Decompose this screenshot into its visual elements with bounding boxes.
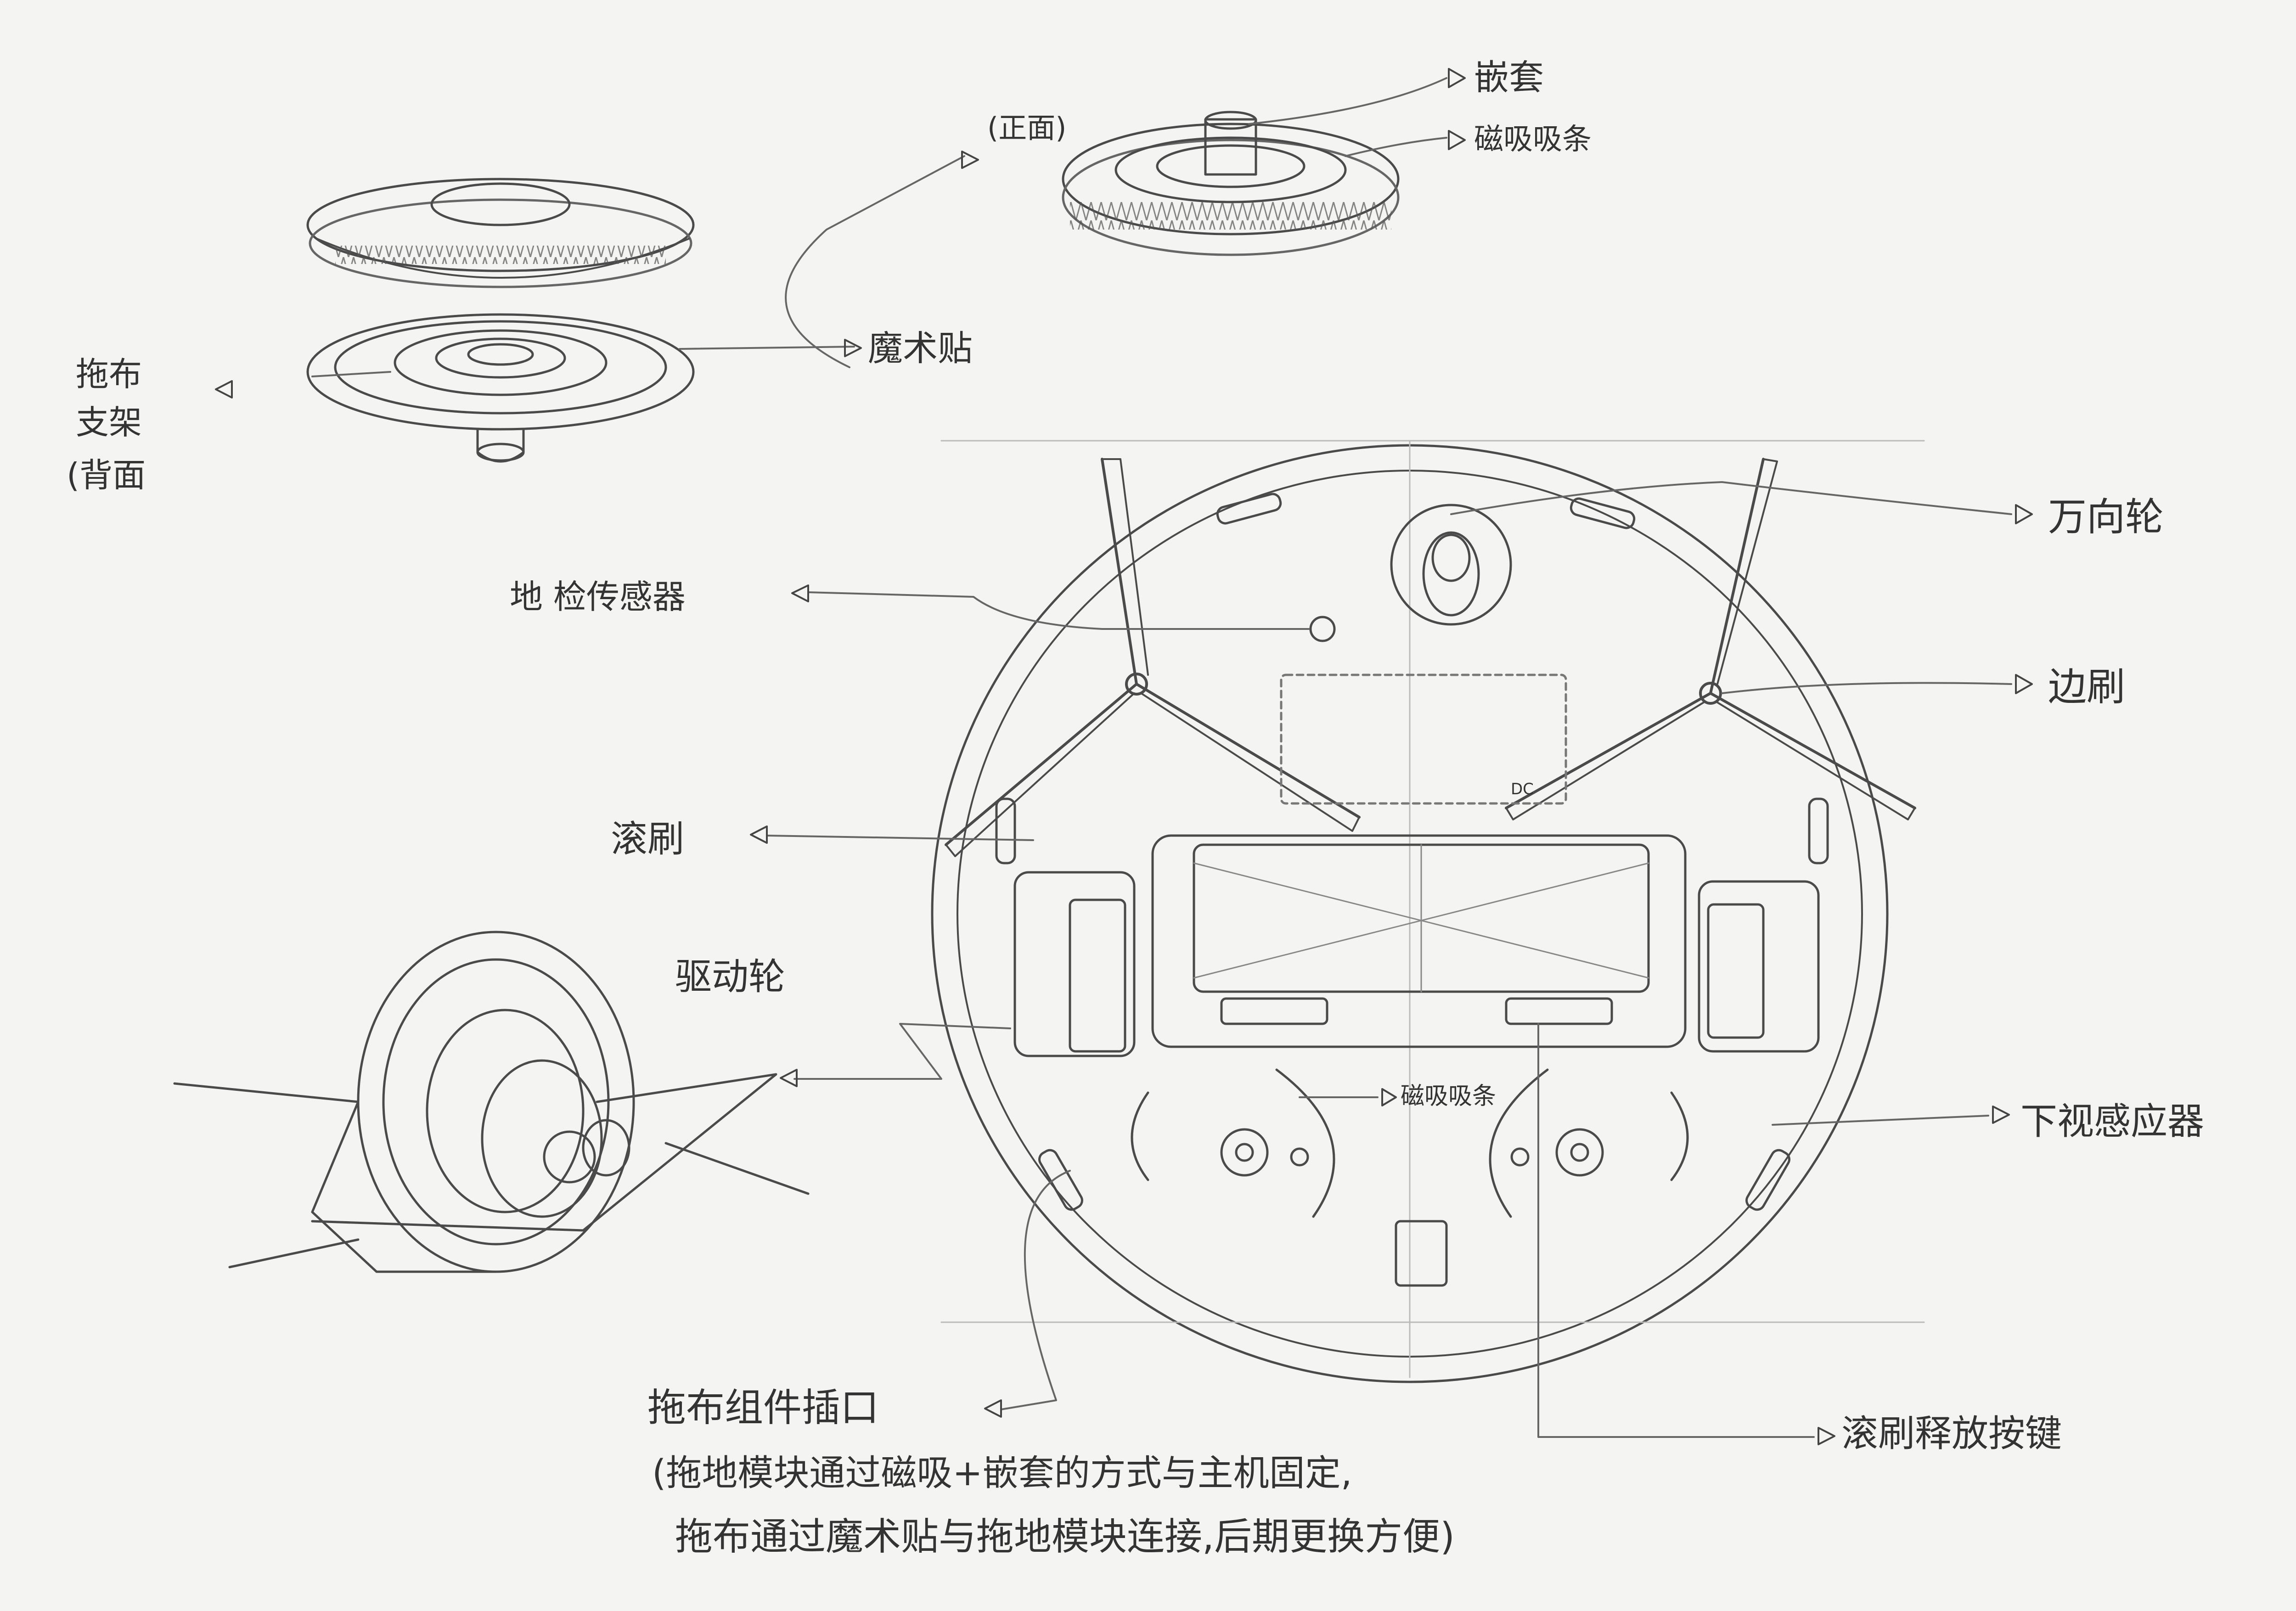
label-gun-shua: 滚刷 — [611, 818, 684, 860]
label-mo-shu-tie: 魔术贴 — [868, 328, 973, 369]
label-tuo-bu-zu-jian-cha-kou: 拖布组件插口 — [647, 1385, 879, 1430]
dc-mark: DC — [1511, 780, 1534, 798]
drive-wheel-left — [1013, 871, 1136, 1057]
caster-wheel — [1390, 504, 1512, 626]
cliff-sensor-top — [1309, 616, 1336, 642]
mop-mount-left — [1131, 1068, 1335, 1218]
label-gun-shua-shi-fang-an-jian: 滚刷释放按键 — [1841, 1412, 2062, 1455]
note-line-1: (拖地模块通过磁吸+嵌套的方式与主机固定, — [652, 1453, 1352, 1494]
label-qian-tao: 嵌套 — [1474, 57, 1544, 98]
label-di-jian-chuan-gan-qi: 地 检传感器 — [510, 578, 686, 616]
leader-lines — [311, 77, 2012, 1438]
label-wan-xiang-lun: 万向轮 — [2048, 494, 2164, 539]
mop-disc-top — [306, 178, 695, 288]
label-zheng-mian: (正面) — [987, 111, 1066, 145]
mop-assembly-socket — [1395, 1220, 1448, 1287]
mop-holder-front — [1062, 111, 1400, 256]
mop-holder-back — [306, 313, 695, 463]
side-brush-left — [945, 458, 1361, 857]
mop-mount-right — [1489, 1068, 1689, 1218]
label-tuo-bu-zhi-jia-1: 拖布 — [76, 355, 142, 393]
drive-wheel-right — [1698, 880, 1820, 1053]
side-brush-right — [1505, 458, 1916, 820]
label-xia-shi-gan-ying-qi: 下视感应器 — [2020, 1100, 2204, 1143]
label-tuo-bu-zhi-jia-2: 支架 — [76, 403, 142, 442]
arrowheads — [215, 68, 2033, 1445]
note-line-2: 拖布通过魔术贴与拖地模块连接,后期更换方便) — [675, 1515, 1455, 1559]
label-tuo-bu-zhi-jia-3: (背面 — [67, 456, 146, 494]
label-ci-xi-tiao-top: 磁吸吸条 — [1474, 123, 1592, 157]
battery-cover-outline — [1280, 674, 1567, 805]
label-qu-dong-lun: 驱动轮 — [675, 955, 785, 998]
drive-wheel-detail — [173, 931, 810, 1273]
label-bian-shua: 边刷 — [2048, 664, 2125, 709]
cliff-sensor-slots — [995, 493, 1829, 1211]
label-ci-xi-tiao-mid: 磁吸吸条 — [1401, 1083, 1496, 1110]
roller-brush — [1151, 834, 1687, 1048]
